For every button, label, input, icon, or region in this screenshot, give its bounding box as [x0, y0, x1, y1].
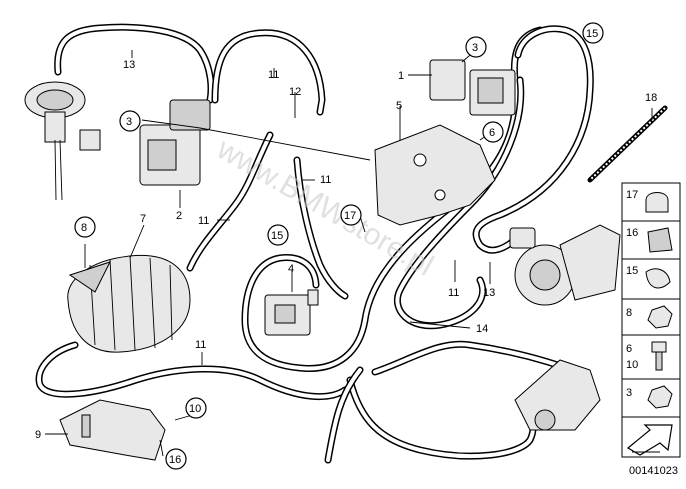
- callout-circle-17: [340, 204, 362, 226]
- callout-16: 16: [169, 454, 181, 466]
- callout-10: 10: [189, 403, 201, 415]
- callout-circle-3-left: [119, 110, 141, 132]
- callout-circle-10: [185, 397, 207, 419]
- hoses: [35, 23, 594, 464]
- pressure-converter-4: [264, 289, 319, 336]
- hose-drop: [324, 366, 364, 464]
- turbocharger: [509, 224, 621, 306]
- callout-17: 17: [344, 210, 356, 222]
- intake-assembly: [514, 359, 601, 431]
- side-label-16: 16: [626, 227, 638, 239]
- callout-4: 4: [288, 263, 294, 275]
- diagram-number: 00141023: [629, 465, 678, 477]
- callout-3-right: 3: [472, 42, 478, 54]
- callout-13-right: 13: [483, 287, 495, 299]
- bracket-16: [59, 399, 166, 461]
- callout-5: 5: [396, 100, 402, 112]
- callout-circle-15-right: [582, 22, 604, 44]
- pressure-converter-2: [139, 99, 211, 186]
- callout-11-mid: 11: [320, 174, 331, 186]
- callout-2: 2: [176, 210, 182, 222]
- callout-12: 12: [289, 86, 301, 98]
- callout-9: 9: [35, 429, 41, 441]
- direction-arrow-icon: [626, 424, 673, 456]
- bracket-5: [374, 124, 496, 226]
- callout-circle-8: [74, 216, 96, 238]
- side-label-10: 10: [626, 359, 638, 371]
- callout-15-right: 15: [586, 28, 598, 40]
- side-label-8: 8: [626, 307, 632, 319]
- callout-7: 7: [140, 213, 146, 225]
- callout-3-left: 3: [126, 116, 132, 128]
- callout-circle-16: [165, 448, 187, 470]
- callout-8: 8: [81, 222, 87, 234]
- reservoir-7: [67, 254, 191, 353]
- side-panel: 17 16 15 8 6 10 3: [621, 182, 681, 458]
- callout-11-top: 11: [268, 69, 279, 81]
- vacuum-actuator: [24, 81, 101, 201]
- side-label-3: 3: [626, 387, 632, 399]
- side-label-17: 17: [626, 189, 638, 201]
- callout-circle-3-right: [465, 36, 487, 58]
- callout-6: 6: [489, 127, 495, 139]
- callout-11-right: 11: [448, 287, 459, 299]
- callout-18: 18: [645, 92, 657, 104]
- callout-circle-15-mid: [267, 224, 289, 246]
- side-box-6-10: [621, 334, 681, 380]
- callout-11-bottom: 11: [195, 339, 206, 351]
- cable-tie-18: [587, 105, 668, 183]
- pressure-converter-1: [429, 59, 516, 116]
- leader-lines: [45, 49, 653, 457]
- callouts: 13 11 12 3 2 11 11 7 8 15 17 4 1 3 5 6 1…: [35, 22, 657, 470]
- side-label-15: 15: [626, 265, 638, 277]
- side-label-6: 6: [626, 343, 632, 355]
- callout-1: 1: [398, 70, 404, 82]
- hose-11-bottom-right: [346, 376, 549, 460]
- callout-14: 14: [476, 323, 488, 335]
- callout-11-left: 11: [198, 215, 209, 227]
- callout-15-mid: 15: [271, 230, 283, 242]
- callout-circle-6: [482, 121, 504, 143]
- callout-13-top: 13: [123, 59, 135, 71]
